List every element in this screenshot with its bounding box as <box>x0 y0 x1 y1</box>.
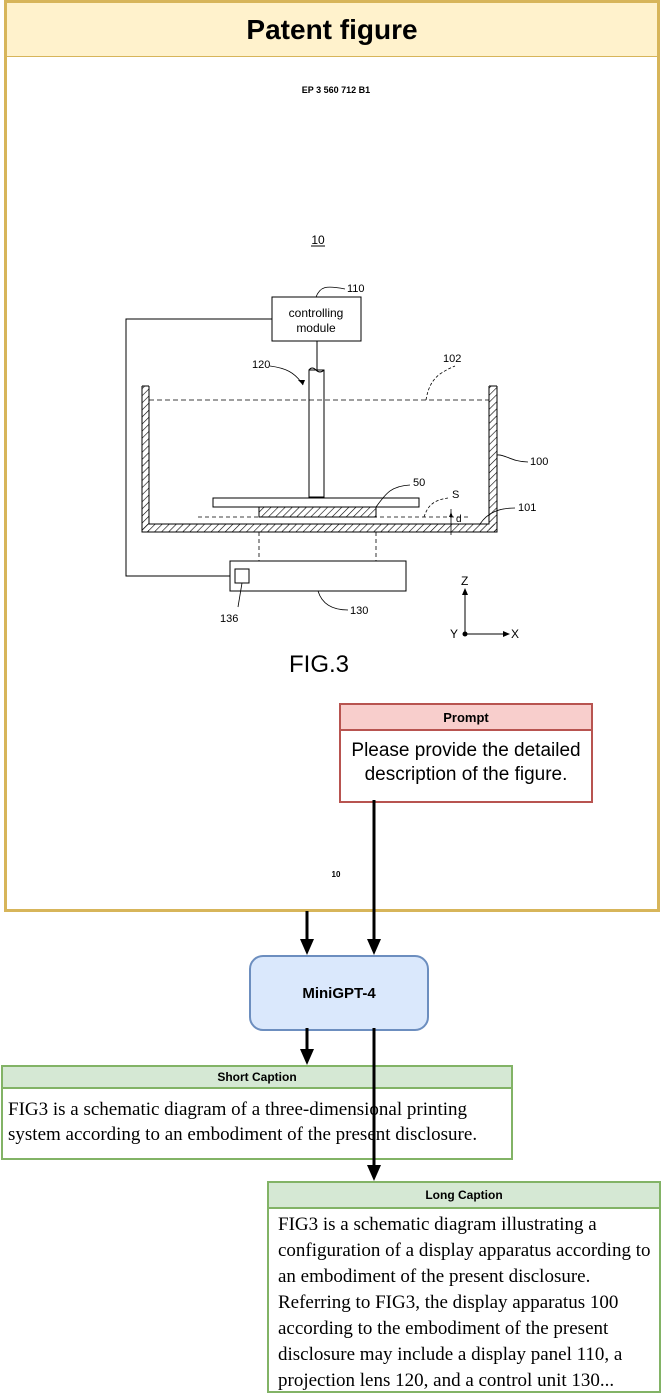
axis-z-arrow <box>462 588 468 595</box>
build-plate <box>212 497 420 508</box>
prompt-header: Prompt <box>341 705 591 731</box>
axis-y-label: Y <box>450 627 458 641</box>
label-s: S <box>452 489 459 501</box>
tank-left-wall <box>142 386 149 532</box>
axis-x-arrow <box>503 631 510 637</box>
long-caption-header: Long Caption <box>269 1183 659 1209</box>
rod-120 <box>308 369 325 498</box>
leader-s <box>423 497 449 518</box>
prompt-box: Prompt Please provide the detailed descr… <box>339 703 593 803</box>
label-120: 120 <box>252 359 270 371</box>
label-110: 110 <box>347 283 365 295</box>
label-50: 50 <box>413 477 425 489</box>
controlling-module-label-line1: controlling <box>289 306 344 320</box>
leader-102 <box>425 365 456 401</box>
leader-110 <box>315 286 346 298</box>
figure-ref-number: 10 <box>311 233 325 247</box>
label-102: 102 <box>443 353 461 365</box>
arrowhead-prompt-to-model <box>367 939 381 955</box>
label-136: 136 <box>220 613 238 625</box>
object-50 <box>258 506 377 518</box>
control-wire <box>125 318 272 577</box>
component-136 <box>234 568 250 584</box>
short-caption-box: Short Caption FIG3 is a schematic diagra… <box>1 1065 513 1160</box>
tank-bottom-wall <box>142 524 497 532</box>
leader-50 <box>375 484 411 508</box>
patent-drawing: EP 3 560 712 B1 10 controlling module 11… <box>125 85 548 879</box>
minigpt-model-box: MiniGPT-4 <box>249 955 429 1031</box>
controlling-module-box <box>271 296 362 342</box>
label-130: 130 <box>350 605 368 617</box>
arrowhead-model-to-long <box>367 1165 381 1181</box>
dim-d-arrow-up <box>449 512 453 517</box>
controlling-module-label-line2: module <box>296 321 336 335</box>
tank-right-wall <box>489 386 497 532</box>
arrowhead-patent-to-model <box>300 939 314 955</box>
page-number: 10 <box>332 870 341 879</box>
label-101: 101 <box>518 502 536 514</box>
figure-caption: FIG.3 <box>289 651 349 678</box>
arrow-120 <box>298 380 305 385</box>
base-130 <box>229 560 407 592</box>
short-caption-header: Short Caption <box>3 1067 511 1089</box>
leader-130 <box>317 590 349 611</box>
leader-120 <box>269 365 304 386</box>
patent-figure-title: Patent figure <box>7 3 657 57</box>
rod-break <box>308 367 325 373</box>
prompt-text: Please provide the detailed description … <box>351 740 581 785</box>
leader-101 <box>479 507 516 525</box>
label-d: d <box>456 514 462 525</box>
label-100: 100 <box>530 456 548 468</box>
long-caption-box: Long Caption FIG3 is a schematic diagram… <box>267 1181 661 1393</box>
leader-100 <box>496 454 529 463</box>
axis-origin <box>462 631 468 637</box>
short-caption-text: FIG3 is a schematic diagram of a three-d… <box>8 1099 478 1145</box>
patent-number: EP 3 560 712 B1 <box>302 85 370 95</box>
axis-x-label: X <box>511 627 519 641</box>
leader-136 <box>237 582 243 608</box>
axis-z-label: Z <box>461 574 468 588</box>
arrowhead-model-to-short <box>300 1049 314 1065</box>
long-caption-text: FIG3 is a schematic diagram illustrating… <box>278 1214 651 1391</box>
